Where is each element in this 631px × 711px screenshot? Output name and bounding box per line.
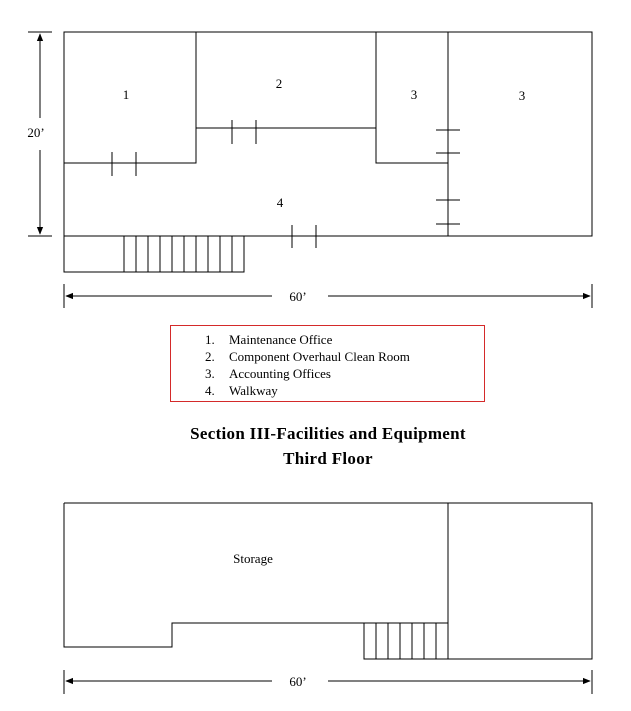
door-marks [111, 120, 460, 248]
legend-number: 4. [205, 383, 215, 398]
top-plan-labels: 1 2 3 3 4 20’ 60’ [27, 76, 525, 304]
room-label-2: 2 [276, 76, 283, 91]
bottom-plan-labels: Storage 60’ [233, 551, 307, 689]
legend-text: Walkway [229, 383, 278, 398]
room-3-walls [375, 32, 448, 164]
legend-number: 2. [205, 349, 215, 364]
stair-landing [63, 235, 245, 273]
floor-subtitle: Third Floor [283, 449, 373, 468]
top-plan-outline [63, 31, 593, 237]
legend-text: Maintenance Office [229, 332, 333, 347]
bottom-floor-plan [63, 502, 593, 694]
bottom-stair-box [363, 622, 449, 660]
width-dimension-label-top: 60’ [289, 289, 306, 304]
bottom-staircase [375, 623, 437, 659]
width-dimension-label-bottom: 60’ [289, 674, 306, 689]
staircase [123, 236, 233, 272]
bottom-width-dimension-line [63, 670, 593, 694]
legend-text: Accounting Offices [229, 366, 331, 381]
room-label-3a: 3 [411, 87, 418, 102]
bottom-plan-outline [63, 502, 593, 660]
room-label-3b: 3 [519, 88, 526, 103]
legend-item: 1. Maintenance Office [205, 331, 410, 348]
width-dimension-line [63, 284, 593, 308]
height-dimension-line [28, 31, 52, 237]
legend-item: 2. Component Overhaul Clean Room [205, 348, 410, 365]
top-floor-plan [28, 31, 593, 308]
room-legend: 1. Maintenance Office 2. Component Overhau… [170, 325, 485, 402]
room-label-storage: Storage [233, 551, 273, 566]
height-dimension-label: 20’ [27, 125, 44, 140]
legend-text: Component Overhaul Clean Room [229, 349, 410, 364]
legend-item: 4. Walkway [205, 382, 410, 399]
room-1-walls [64, 32, 197, 164]
room-label-4: 4 [277, 195, 284, 210]
section-title: Section III-Facilities and Equipment [190, 424, 466, 443]
legend-list: 1. Maintenance Office 2. Component Overhau… [205, 331, 410, 399]
legend-number: 3. [205, 366, 215, 381]
legend-item: 3. Accounting Offices [205, 365, 410, 382]
legend-number: 1. [205, 332, 215, 347]
room-label-1: 1 [123, 87, 130, 102]
